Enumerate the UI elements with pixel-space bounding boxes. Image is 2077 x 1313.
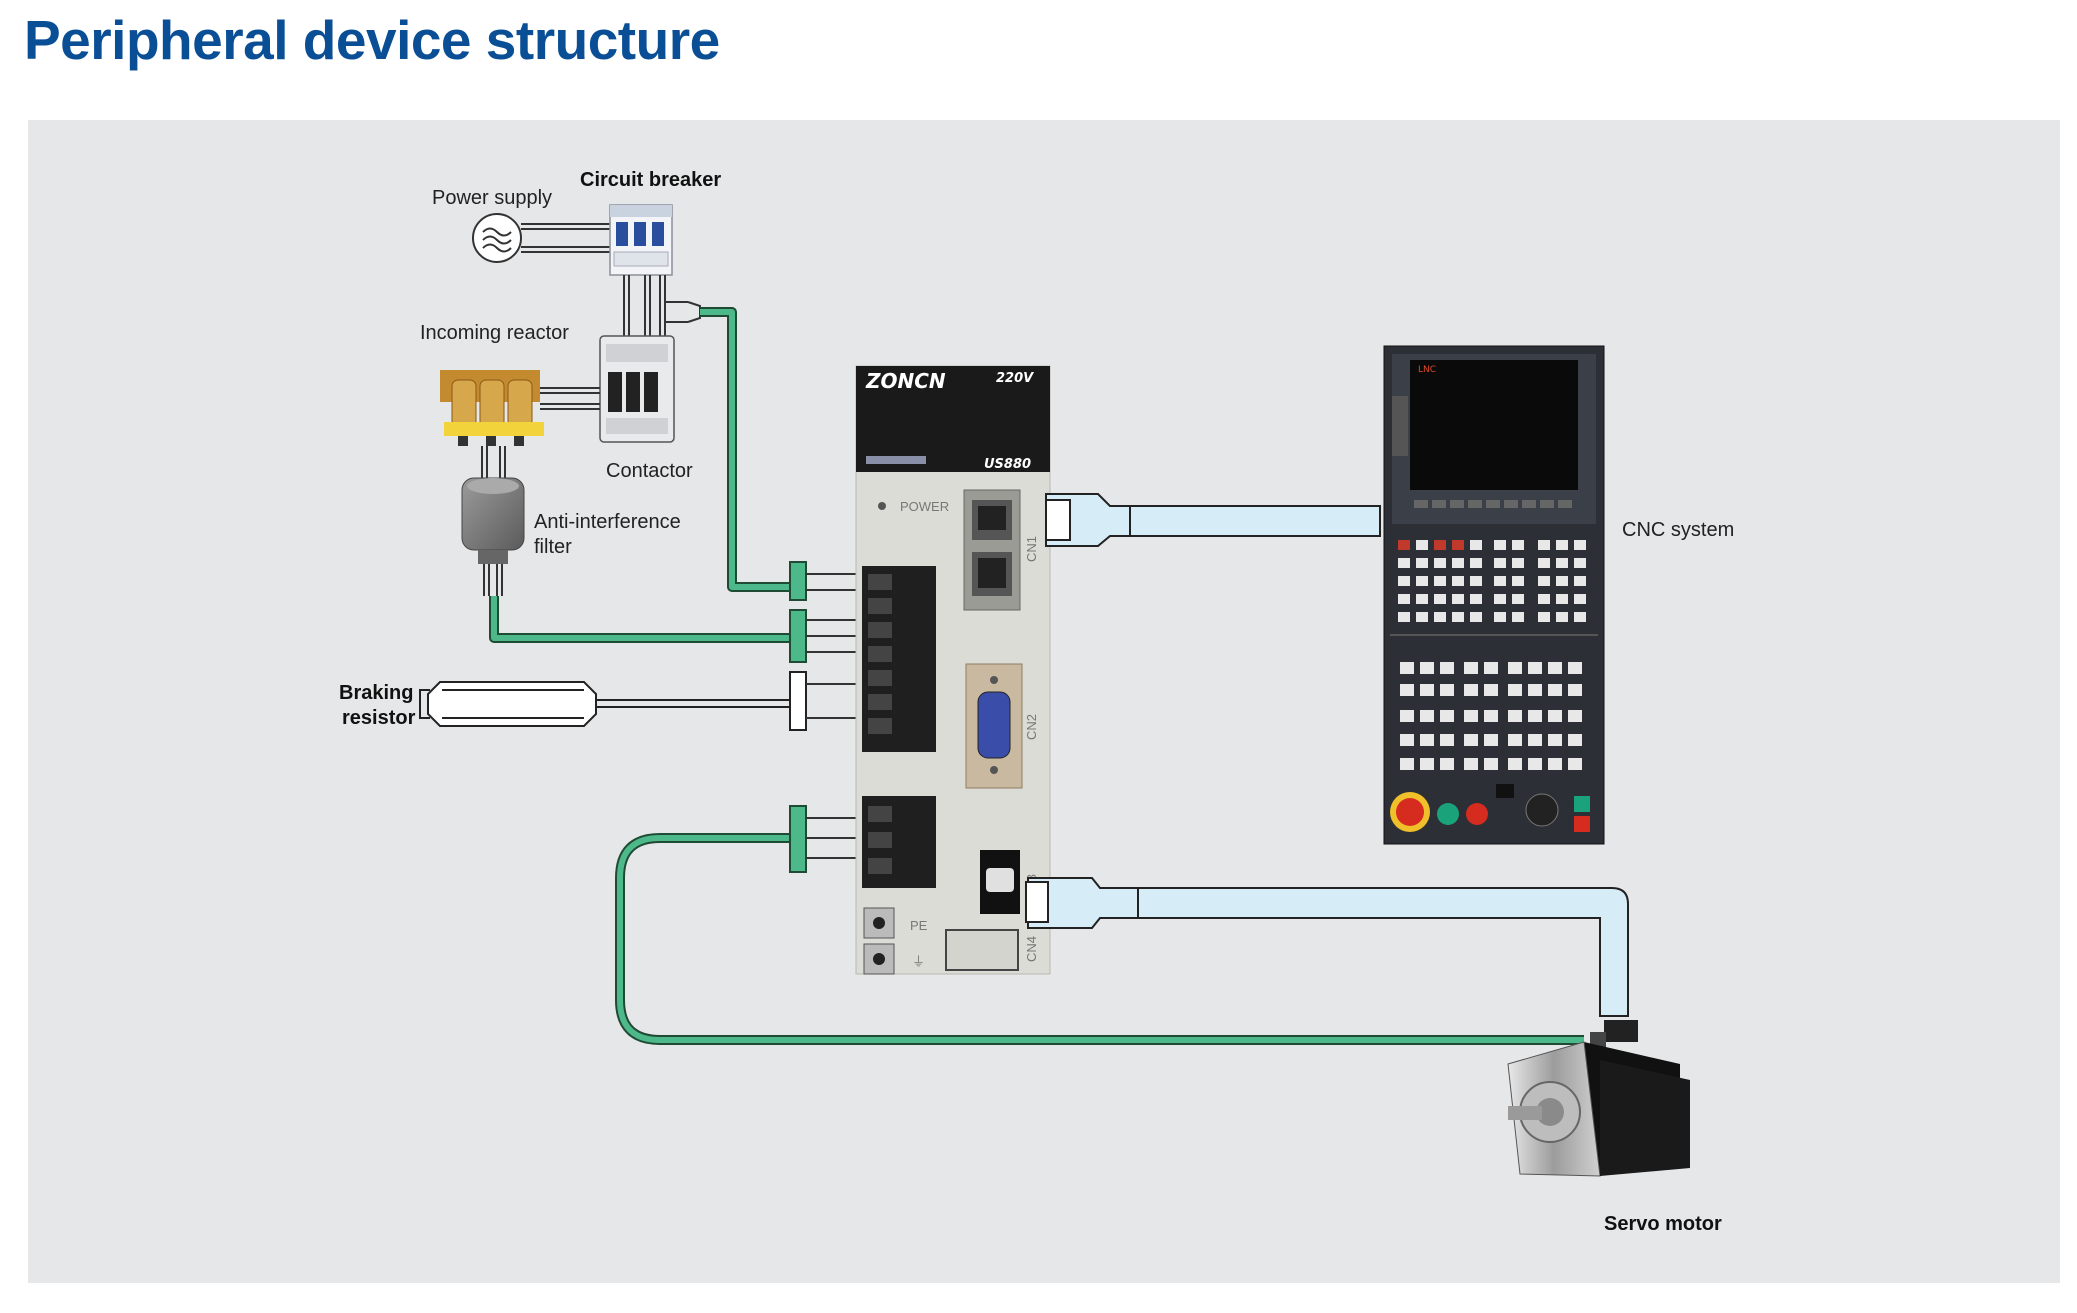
ground-symbol: ⏚ (912, 954, 925, 969)
power-led-icon (878, 502, 886, 510)
cn1-port (963, 489, 1021, 611)
cn2-port (965, 663, 1023, 789)
cycle-start-icon (1437, 803, 1459, 825)
braking-label-line1: Braking (339, 682, 413, 704)
power-supply-label: Power supply (432, 187, 552, 209)
contactor-label: Contactor (606, 460, 693, 482)
circuit-breaker-icon (609, 204, 673, 276)
pe-label: PE (910, 918, 928, 933)
servo-motor-label: Servo motor (1604, 1213, 1722, 1235)
servo-drive: ZONCN 220V US880 POWER CN1 (855, 365, 1051, 975)
braking-resistor-icon (419, 681, 796, 727)
cn4-label: CN4 (1024, 936, 1039, 962)
anti-interference-filter-icon (461, 477, 525, 564)
cnc-screen-brand: LNC (1418, 365, 1436, 375)
braking-label-line2: resistor (342, 707, 416, 729)
anti-interference-label-line2: filter (534, 536, 572, 558)
power-cables (489, 307, 1584, 1045)
cn1-label: CN1 (1024, 536, 1039, 562)
cnc-signal-cable (1045, 493, 1381, 547)
pe-terminals (863, 907, 895, 975)
servo-motor-icon (1507, 1020, 1690, 1177)
power-led-label: POWER (900, 499, 949, 514)
motor-encoder-cable (1025, 877, 1629, 1017)
power-supply-icon (472, 213, 522, 263)
drive-voltage: 220V (996, 371, 1034, 386)
drive-brand: ZONCN (865, 369, 946, 393)
cn2-label: CN2 (1024, 714, 1039, 740)
drive-model: US880 (984, 457, 1031, 472)
motor-terminal-block (862, 796, 936, 888)
cnc-system: LNC (1383, 345, 1605, 845)
incoming-reactor-label: Incoming reactor (420, 322, 569, 344)
contactor-icon (599, 335, 675, 443)
main-terminal-block (862, 566, 936, 752)
reactor-contactor-wires (540, 387, 600, 410)
power-on-icon (1574, 796, 1590, 812)
anti-interference-label-line1: Anti-interference (534, 511, 681, 533)
reactor-filter-wires (481, 446, 506, 482)
override-knob-icon (1525, 793, 1559, 827)
page-title: Peripheral device structure (24, 9, 720, 71)
filter-lead-wires (483, 564, 503, 596)
power-off-icon (1574, 816, 1590, 832)
cnc-lower-keypad (1400, 662, 1582, 770)
cnc-system-label: CNC system (1622, 519, 1734, 541)
circuit-breaker-label: Circuit breaker (580, 169, 721, 191)
incoming-reactor-icon (440, 370, 544, 446)
cn4-port (945, 929, 1019, 971)
cn3-port (980, 850, 1020, 914)
supply-wires (521, 223, 612, 253)
feed-hold-icon (1466, 803, 1488, 825)
